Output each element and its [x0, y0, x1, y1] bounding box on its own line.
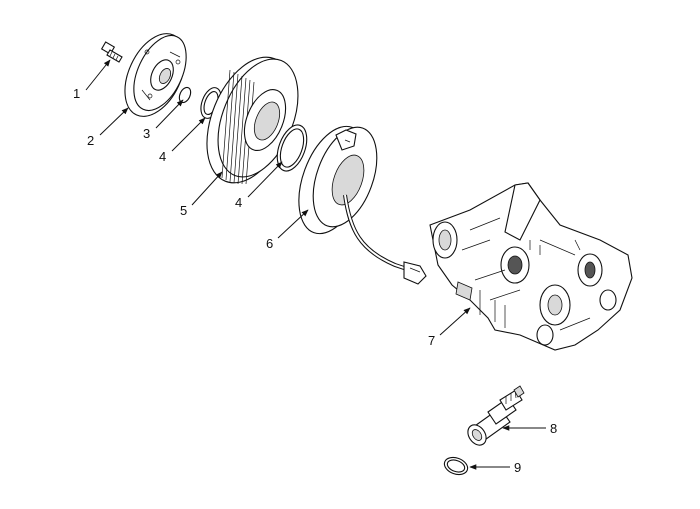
callout-1: 1 — [73, 86, 80, 101]
field-coil-part — [298, 125, 427, 285]
callout-8: 8 — [550, 421, 557, 436]
bolt-part — [100, 41, 123, 63]
compressor-body-part — [429, 182, 633, 351]
callout-5: 5 — [180, 203, 187, 218]
shim-part — [178, 86, 192, 104]
pulley-part — [206, 56, 299, 185]
callout-2: 2 — [87, 133, 94, 148]
callout-labels: 1 2 3 4 4 5 6 7 8 9 — [73, 86, 557, 475]
leader-lines — [85, 59, 546, 470]
o-ring-part — [443, 456, 469, 476]
callout-4a: 4 — [159, 149, 166, 164]
callout-7: 7 — [428, 333, 435, 348]
pressure-switch-part — [467, 385, 525, 446]
callout-3: 3 — [143, 126, 150, 141]
snap-ring-part-2 — [276, 124, 308, 172]
callout-9: 9 — [514, 460, 521, 475]
clutch-disc-part — [124, 33, 187, 117]
callout-6: 6 — [266, 236, 273, 251]
callout-4b: 4 — [235, 195, 242, 210]
